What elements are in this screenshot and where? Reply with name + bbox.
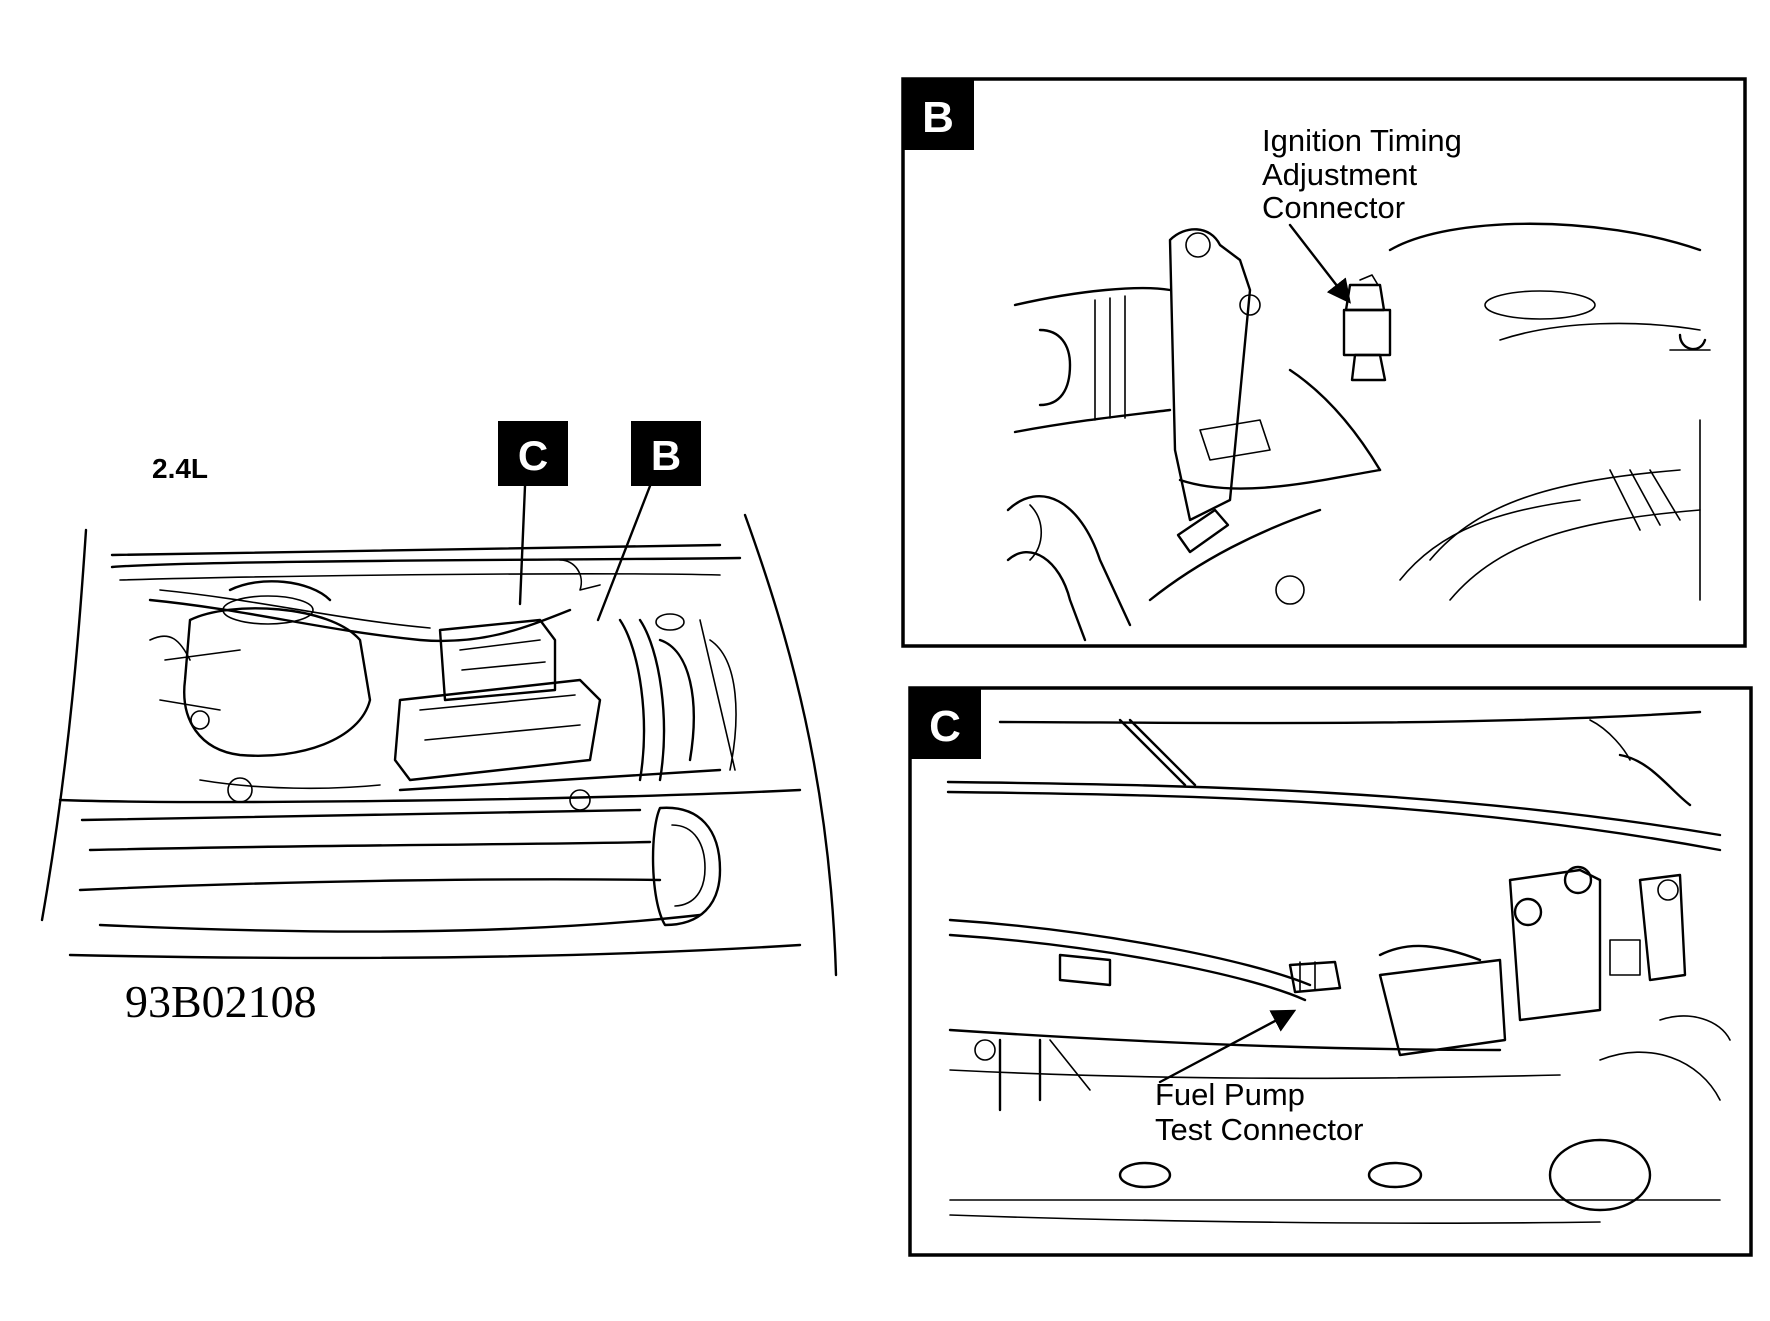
detail-b-illustration [1006,222,1711,642]
detail-b-tag: B [903,79,974,150]
fuel-pump-test-connector-label: Fuel Pump Test Connector [1155,1077,1364,1147]
fuel-pump-test-connector-arrow [1158,1009,1297,1084]
detail-c-panel: C Fuel Pump Test Connector [908,686,1753,1257]
svg-text:B: B [651,432,681,479]
svg-text:C: C [518,432,548,479]
engine-size-label: 2.4L [152,453,208,484]
callout-b-leader [596,484,652,622]
callout-c-leader [518,484,527,606]
ignition-timing-connector-arrow [1288,223,1351,304]
detail-c-illustration [946,710,1731,1224]
engine-bay-illustration [40,513,838,977]
engine-bay-overview: 2.4L [40,421,838,1027]
ignition-timing-connector-label: Ignition Timing Adjustment Connector [1262,123,1471,225]
figure-number: 93B02108 [125,976,317,1027]
detail-b-panel: B Ignition Timing Adjustment Connector [901,77,1747,648]
callout-b-marker: B [631,421,701,486]
svg-text:B: B [922,93,954,142]
callout-c-marker: C [498,421,568,486]
svg-text:C: C [929,702,961,751]
detail-c-tag: C [910,688,981,759]
